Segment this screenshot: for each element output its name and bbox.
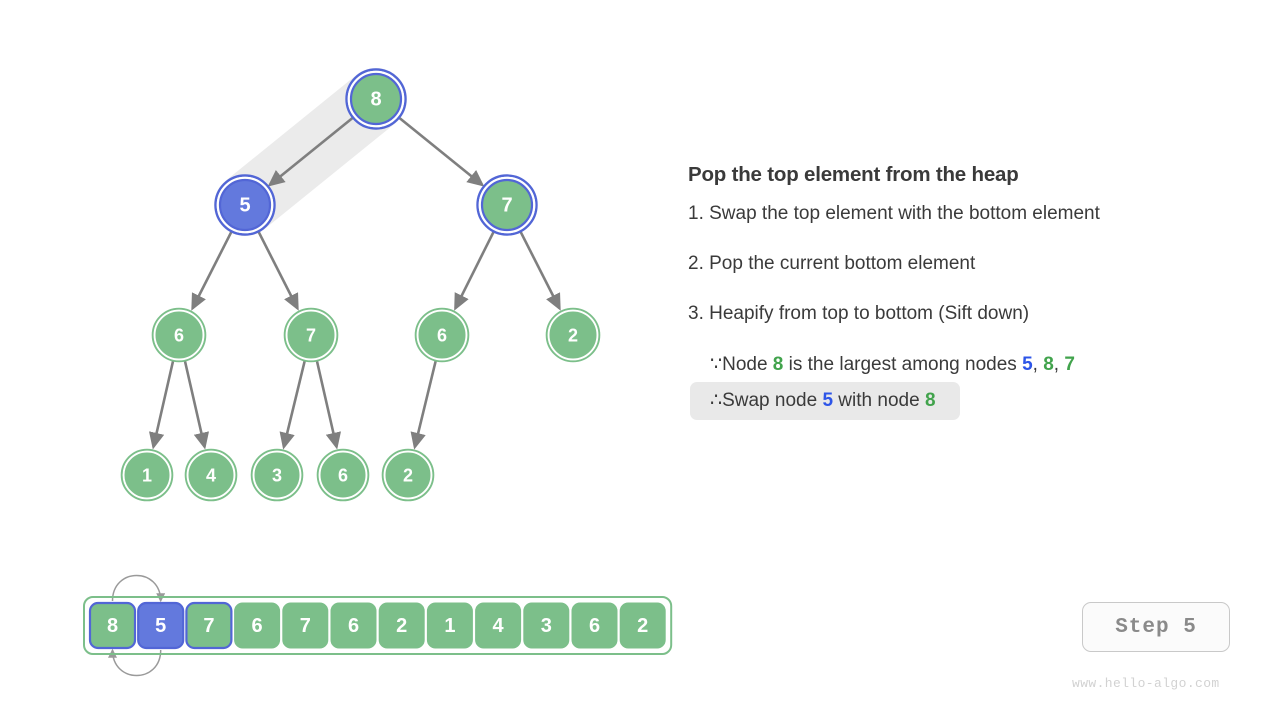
reason-sep-1: , xyxy=(1032,354,1044,375)
tree-edge xyxy=(183,359,210,450)
step-item-2: 2. Pop the current bottom element xyxy=(688,253,976,274)
array-cell[interactable]: 1 xyxy=(426,602,473,649)
array-container-border xyxy=(83,596,673,655)
tree-edge xyxy=(315,359,342,450)
tree-node[interactable]: 5 xyxy=(214,174,276,236)
reason-value-2: 5 xyxy=(1022,354,1033,375)
tree-edge xyxy=(148,359,175,450)
tree-node[interactable]: 4 xyxy=(184,448,238,502)
array-cell[interactable]: 8 xyxy=(88,601,137,650)
array-cell-label: 6 xyxy=(348,615,359,637)
step-item-1: 1. Swap the top element with the bottom … xyxy=(688,203,1100,224)
tree-edge xyxy=(267,114,356,187)
tree-edge xyxy=(279,358,307,450)
tree-node-label: 4 xyxy=(206,466,216,486)
array-cell-label: 6 xyxy=(589,615,600,637)
reason-value-4: 7 xyxy=(1064,354,1075,375)
reason-text-1: Node xyxy=(722,354,773,375)
tree-node[interactable]: 8 xyxy=(345,68,407,130)
tree-node[interactable]: 6 xyxy=(151,307,207,363)
conclusion-text-1: Swap node xyxy=(722,390,823,411)
array-cell[interactable]: 6 xyxy=(234,602,281,649)
array-cell[interactable]: 2 xyxy=(619,602,666,649)
step-item-3: 3. Heapify from top to bottom (Sift down… xyxy=(688,303,1030,324)
watermark: www.hello-algo.com xyxy=(1072,676,1220,691)
tree-node[interactable]: 2 xyxy=(545,307,601,363)
step-badge-label: Step 5 xyxy=(1115,615,1197,639)
array-cell[interactable]: 2 xyxy=(378,602,425,649)
tree-node-label: 6 xyxy=(174,326,184,346)
because-symbol: ∵ xyxy=(710,354,723,375)
reason-sep-2: , xyxy=(1053,354,1065,375)
tree-edge xyxy=(191,228,234,311)
tree-node-label: 8 xyxy=(370,89,381,111)
step-badge: Step 5 xyxy=(1082,602,1230,652)
swap-arrow-bottom xyxy=(108,648,162,677)
tree-node-label: 6 xyxy=(338,466,348,486)
tree-node[interactable]: 3 xyxy=(250,448,304,502)
conclusion-text-2: with node xyxy=(833,390,925,411)
tree-edge xyxy=(410,358,438,450)
array-cell-label: 1 xyxy=(444,615,455,637)
array-cell[interactable]: 7 xyxy=(185,601,233,650)
reason-value-1: 8 xyxy=(772,354,784,375)
tree-edge xyxy=(454,228,497,311)
conclusion-value-2: 8 xyxy=(924,390,936,411)
binary-tree-diagram: 8 5 7 6 7 6 2 1 4 3 6 2 xyxy=(120,68,601,502)
tree-node[interactable]: 7 xyxy=(476,174,538,236)
array-cell[interactable]: 4 xyxy=(475,602,522,649)
tree-node[interactable]: 1 xyxy=(120,448,174,502)
array-container xyxy=(83,596,673,655)
array-cell-layer: 8 5 7 6 7 6 2 1 4 3 6 2 xyxy=(88,601,666,650)
tree-node[interactable]: 7 xyxy=(283,307,339,363)
array-cell-label: 3 xyxy=(541,615,552,637)
array-cell-label: 7 xyxy=(203,615,214,637)
tree-node-label: 7 xyxy=(501,195,512,217)
array-cell-label: 2 xyxy=(637,615,648,637)
tree-node-label: 7 xyxy=(306,326,316,346)
tree-node[interactable]: 6 xyxy=(414,307,470,363)
tree-node-label: 6 xyxy=(437,326,447,346)
array-cell[interactable]: 6 xyxy=(330,602,377,649)
tree-edge xyxy=(396,114,485,187)
array-cell[interactable]: 7 xyxy=(282,602,329,649)
tree-node-label: 2 xyxy=(403,466,413,486)
reason-value-3: 8 xyxy=(1043,354,1054,375)
array-cell-label: 4 xyxy=(493,615,505,637)
therefore-symbol: ∴ xyxy=(710,390,723,411)
tree-node-label: 2 xyxy=(568,326,578,346)
array-swap-arrows xyxy=(108,574,166,677)
tree-edge xyxy=(256,228,299,311)
tree-node-label: 1 xyxy=(142,466,152,486)
array-cell[interactable]: 3 xyxy=(523,602,570,649)
tree-node[interactable]: 6 xyxy=(316,448,370,502)
swap-arrow-top xyxy=(111,574,166,603)
conclusion-value-1: 5 xyxy=(822,390,834,411)
array-cell[interactable]: 5 xyxy=(137,601,185,650)
array-cell-label: 8 xyxy=(107,615,118,637)
explanation-panel: Pop the top element from the heap 1. Swa… xyxy=(688,163,1248,426)
reason-text-2: is the largest among nodes xyxy=(783,354,1023,375)
tree-edge xyxy=(518,228,561,311)
heap-array-representation: 8 5 7 6 7 6 2 1 4 3 6 2 xyxy=(83,574,673,677)
tree-edge-layer xyxy=(148,114,561,450)
tree-node-label: 3 xyxy=(272,466,282,486)
conclusion-line: ∴Swap node 5 with node 8 xyxy=(690,382,960,420)
array-cell-label: 6 xyxy=(252,615,263,637)
array-cell-label: 7 xyxy=(300,615,311,637)
page-title: Pop the top element from the heap xyxy=(688,163,1019,186)
tree-node[interactable]: 2 xyxy=(381,448,435,502)
tree-node-label: 5 xyxy=(239,195,250,217)
array-cell-label: 2 xyxy=(396,615,407,637)
reason-line: ∵Node 8 is the largest among nodes 5, 8,… xyxy=(688,353,1248,376)
array-cell-label: 5 xyxy=(155,615,166,637)
tree-node-layer: 8 5 7 6 7 6 2 1 4 3 6 2 xyxy=(120,68,601,502)
array-cell[interactable]: 6 xyxy=(571,602,618,649)
